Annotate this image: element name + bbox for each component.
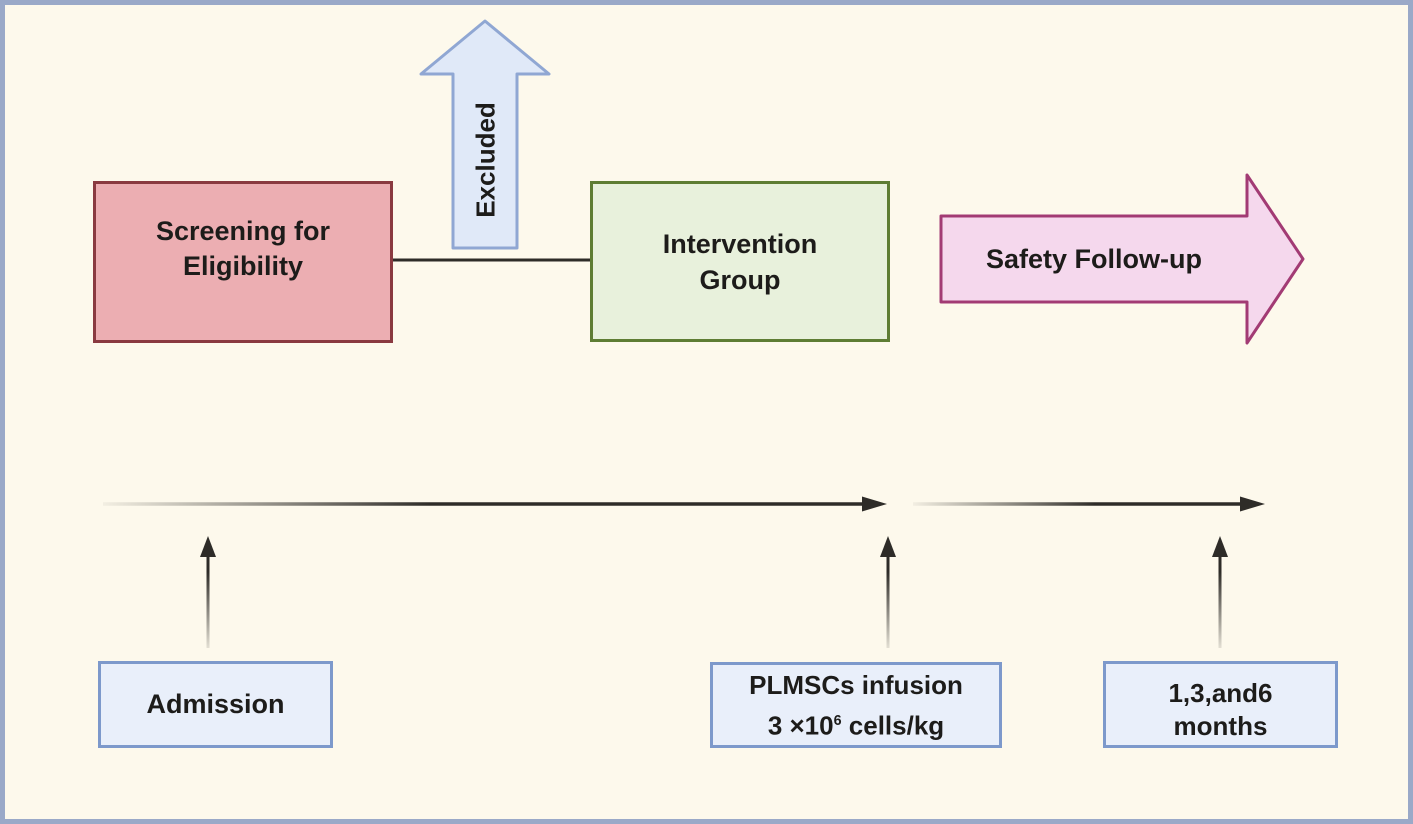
timeline-arrow-2-head xyxy=(1240,496,1265,512)
followup-months-box: 1,3,and6 months xyxy=(1103,661,1338,748)
followup-line1: 1,3,and6 xyxy=(1168,677,1273,708)
timeline-arrow-1-head xyxy=(862,496,887,512)
dose-suffix: cells/kg xyxy=(841,710,945,741)
infusion-line1: PLMSCs infusion xyxy=(749,669,963,700)
dose-exponent: 6 xyxy=(833,712,842,729)
infusion-dose-line: 3 ×106 cells/kg xyxy=(768,703,944,744)
plmscs-infusion-box: PLMSCs infusion 3 ×106 cells/kg xyxy=(710,662,1002,748)
infusion-tick-arrow-head xyxy=(880,536,896,557)
screening-line2: Eligibility xyxy=(182,251,303,281)
intervention-line1: Intervention xyxy=(662,228,818,259)
safety-followup-arrow-label: Safety Follow-up xyxy=(986,243,1202,274)
admission-label: Admission xyxy=(146,689,285,719)
intervention-group-box: Intervention Group xyxy=(590,181,890,342)
intervention-line2: Group xyxy=(699,264,781,295)
dose-prefix: 3 ×10 xyxy=(767,710,834,741)
followup-tick-arrow-head xyxy=(1212,536,1228,557)
screening-line1: Screening for xyxy=(155,216,331,246)
admission-box: Admission xyxy=(98,661,333,748)
screening-eligibility-box: Screening for Eligibility xyxy=(93,181,393,343)
followup-line2: months xyxy=(1173,710,1268,741)
admission-tick-arrow-head xyxy=(200,536,216,557)
excluded-arrow-label: Excluded xyxy=(470,102,501,218)
